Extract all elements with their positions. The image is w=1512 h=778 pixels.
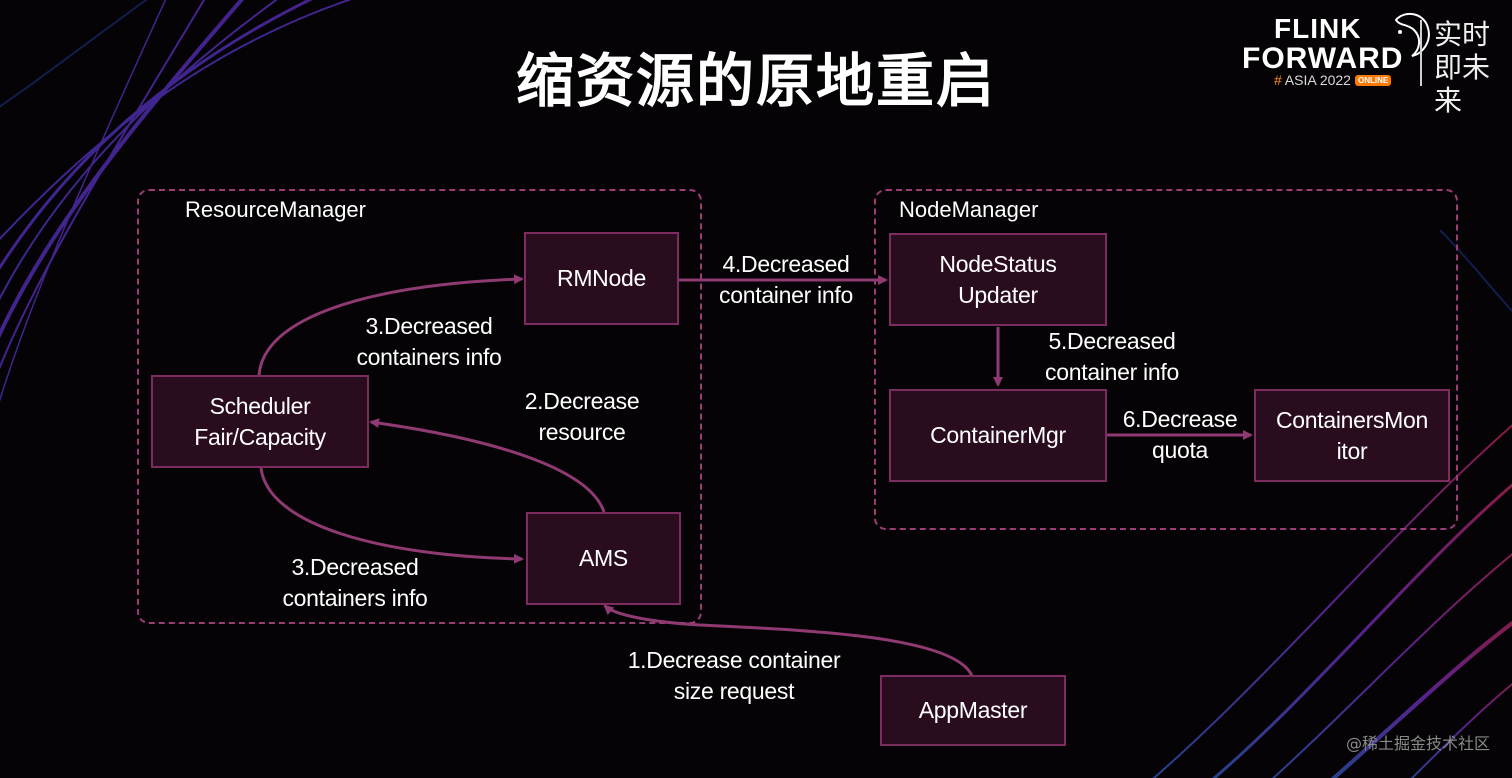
ams-box: AMS xyxy=(526,512,681,605)
step5-label-line2: container info xyxy=(1045,359,1179,385)
containersmonitor-box: ContainersMon itor xyxy=(1254,389,1450,482)
logo-slogan: 实时即未来 xyxy=(1434,18,1491,117)
containermgr-box: ContainerMgr xyxy=(889,389,1107,482)
logo-hash: # xyxy=(1274,72,1282,88)
nodestatus-label-line1: NodeStatus xyxy=(939,250,1057,277)
step2-label-line2: resource xyxy=(538,419,626,445)
step3-top-label-line1: 3.Decreased xyxy=(365,313,493,339)
step4-label-line1: 4.Decreased xyxy=(722,251,850,277)
step3-bottom-label-line1: 3.Decreased xyxy=(291,554,419,580)
resource-manager-label: ResourceManager xyxy=(185,197,366,222)
scheduler-label-line2: Fair/Capacity xyxy=(194,423,326,450)
step5-label-line1: 5.Decreased xyxy=(1048,328,1176,354)
rmnode-label: RMNode xyxy=(557,265,646,291)
containersmonitor-label-line1: ContainersMon xyxy=(1275,406,1429,433)
logo-forward-text: FORWARD xyxy=(1242,42,1404,75)
squirrel-icon xyxy=(1394,12,1430,57)
nodestatus-label-line2: Updater xyxy=(958,281,1038,308)
step6-label-line1: 6.Decrease xyxy=(1122,406,1238,432)
step4-label: 4.Decreased container info xyxy=(700,249,872,311)
containersmonitor-label-line2: itor xyxy=(1336,437,1368,464)
step2-label: 2.Decrease resource xyxy=(512,386,652,448)
logo-flink-text: FLINK xyxy=(1274,13,1362,44)
nodestatus-updater-box: NodeStatus Updater xyxy=(889,233,1107,326)
node-manager-label: NodeManager xyxy=(899,197,1039,222)
scheduler-label-line1: Scheduler xyxy=(209,392,311,419)
scheduler-box: Scheduler Fair/Capacity xyxy=(151,375,369,468)
ams-label: AMS xyxy=(579,545,628,571)
slide-title: 缩资源的原地重启 xyxy=(515,47,996,115)
appmaster-label: AppMaster xyxy=(918,697,1028,723)
step4-label-line2: container info xyxy=(719,282,853,308)
containermgr-label: ContainerMgr xyxy=(930,422,1066,448)
step6-label: 6.Decrease quota xyxy=(1112,404,1248,466)
step5-label: 5.Decreased container info xyxy=(1026,326,1198,388)
arrow-step1 xyxy=(603,604,974,677)
step6-label-line2: quota xyxy=(1151,437,1209,463)
logo-divider xyxy=(1420,20,1422,86)
step2-label-line1: 2.Decrease xyxy=(524,388,640,414)
step1-label-line2: size request xyxy=(673,678,795,704)
arrow-step3-bottom xyxy=(259,467,524,564)
step3-bottom-label: 3.Decreased containers info xyxy=(266,552,444,614)
step1-label-line1: 1.Decrease container xyxy=(627,647,841,673)
step3-top-label: 3.Decreased containers info xyxy=(340,311,518,373)
logo-online-badge: ONLINE xyxy=(1354,75,1392,86)
step3-top-label-line2: containers info xyxy=(356,344,502,370)
arrow-step3-top xyxy=(257,274,524,377)
resource-manager-group xyxy=(137,189,702,624)
rmnode-box: RMNode xyxy=(524,232,679,325)
step1-label: 1.Decrease container size request xyxy=(612,645,856,707)
appmaster-box: AppMaster xyxy=(880,675,1066,746)
node-manager-group xyxy=(874,189,1458,530)
logo-event: ASIA 2022 xyxy=(1284,72,1351,88)
arrow-step2 xyxy=(369,418,606,513)
watermark: @稀土掘金技术社区 xyxy=(1345,734,1490,753)
step3-bottom-label-line2: containers info xyxy=(282,585,428,611)
